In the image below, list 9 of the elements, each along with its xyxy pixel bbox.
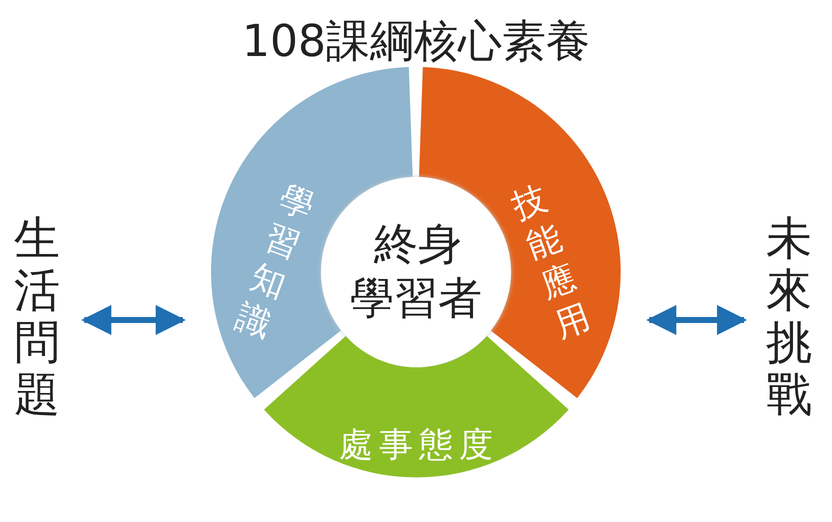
segment-label: 學習知識	[230, 176, 321, 348]
title: 108課綱核心素養	[242, 16, 590, 67]
segment-label: 技能應用	[506, 177, 597, 348]
double-arrow	[81, 305, 186, 335]
side-label: 生活問題	[14, 212, 62, 420]
double-arrow	[646, 305, 747, 335]
center-label: 終身學習者	[350, 218, 482, 326]
side-label: 未來挑戰	[766, 212, 814, 420]
segment-label: 處事態度	[338, 424, 499, 465]
